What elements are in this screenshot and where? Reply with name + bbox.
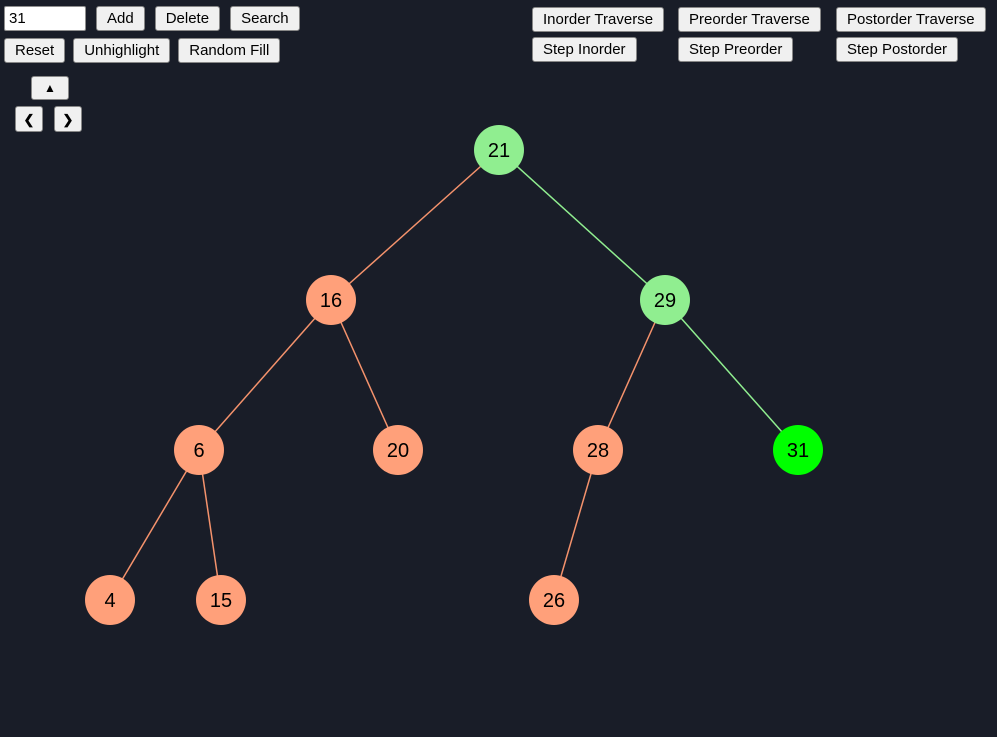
node-circle: [474, 125, 524, 175]
reset-button[interactable]: Reset: [4, 38, 66, 63]
tree-node-26: 26: [529, 575, 579, 625]
delete-button[interactable]: Delete: [154, 6, 221, 31]
search-button[interactable]: Search: [230, 6, 300, 31]
toolbar-row-1: Add Delete Search: [4, 6, 300, 31]
random-fill-button[interactable]: Random Fill: [178, 38, 281, 63]
node-value-label: 6: [193, 440, 204, 462]
pan-right-button[interactable]: ❯: [54, 106, 82, 132]
node-circle: [573, 425, 623, 475]
tree-edge-21-16: [330, 149, 500, 301]
tree-edge-6-15: [198, 449, 222, 601]
tree-node-28: 28: [573, 425, 623, 475]
node-value-label: 31: [787, 440, 809, 462]
tree-edge-16-6: [198, 299, 332, 451]
node-circle: [306, 275, 356, 325]
tree-edge-29-28: [597, 299, 666, 451]
preorder-traverse-button[interactable]: Preorder Traverse: [678, 7, 821, 32]
tree-edge-29-31: [664, 299, 799, 451]
up-arrow-icon: ▲: [44, 80, 56, 95]
preorder-column: Preorder Traverse Step Preorder: [678, 7, 821, 62]
inorder-column: Inorder Traverse Step Inorder: [532, 7, 665, 62]
postorder-traverse-button[interactable]: Postorder Traverse: [836, 7, 986, 32]
node-circle: [529, 575, 579, 625]
inorder-traverse-button[interactable]: Inorder Traverse: [532, 7, 665, 32]
tree-node-31: 31: [773, 425, 823, 475]
tree-edge-21-29: [498, 149, 666, 301]
node-circle: [174, 425, 224, 475]
node-value-label: 28: [587, 440, 609, 462]
node-value-label: 20: [387, 440, 409, 462]
node-circle: [640, 275, 690, 325]
right-arrow-icon: ❯: [62, 111, 74, 127]
tree-edge-16-20: [330, 299, 399, 451]
tree-node-6: 6: [174, 425, 224, 475]
tree-node-4: 4: [85, 575, 135, 625]
node-circle: [373, 425, 423, 475]
tree-node-21: 21: [474, 125, 524, 175]
node-circle: [773, 425, 823, 475]
node-value-label: 15: [210, 590, 232, 612]
node-value-label: 29: [654, 290, 676, 312]
tree-node-15: 15: [196, 575, 246, 625]
unhighlight-button[interactable]: Unhighlight: [73, 38, 171, 63]
toolbar-row-2: Reset Unhighlight Random Fill: [4, 38, 281, 63]
step-inorder-button[interactable]: Step Inorder: [532, 37, 637, 62]
node-circle: [196, 575, 246, 625]
node-value-label: 26: [543, 590, 565, 612]
node-circle: [85, 575, 135, 625]
tree-node-29: 29: [640, 275, 690, 325]
tree-edge-6-4: [109, 449, 200, 601]
tree-edge-28-26: [553, 449, 599, 601]
node-value-label: 21: [488, 140, 510, 162]
postorder-column: Postorder Traverse Step Postorder: [836, 7, 986, 62]
tree-node-20: 20: [373, 425, 423, 475]
pan-up-button[interactable]: ▲: [31, 76, 69, 100]
step-postorder-button[interactable]: Step Postorder: [836, 37, 959, 62]
node-value-label: 16: [320, 290, 342, 312]
step-preorder-button[interactable]: Step Preorder: [678, 37, 794, 62]
pan-left-button[interactable]: ❮: [15, 106, 43, 132]
add-button[interactable]: Add: [96, 6, 145, 31]
left-arrow-icon: ❮: [23, 111, 35, 127]
node-value-label: 4: [104, 590, 115, 612]
tree-node-16: 16: [306, 275, 356, 325]
value-input[interactable]: [4, 6, 86, 31]
